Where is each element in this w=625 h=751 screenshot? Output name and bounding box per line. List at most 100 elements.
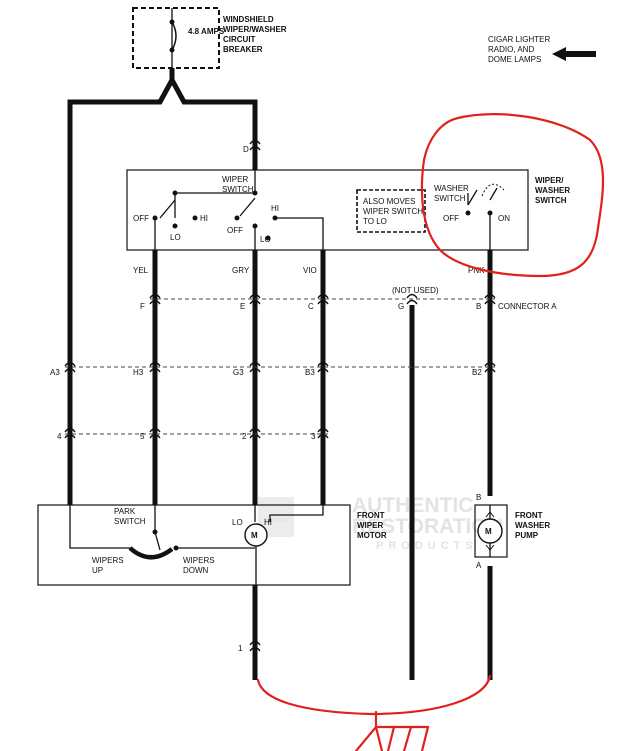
breaker-element <box>171 21 177 51</box>
pin-4-label: 4 <box>57 432 62 441</box>
switch-housing <box>126 169 529 251</box>
mark-1 <box>249 640 261 652</box>
breaker-title-1: WINDSHIELD <box>223 15 274 24</box>
mark-h3 <box>149 361 161 373</box>
pin-a3-label: A3 <box>50 368 60 377</box>
mid-switch-hi-wire <box>275 217 324 250</box>
pin-g3-label: G3 <box>233 368 244 377</box>
left-lo-label: LO <box>170 233 181 242</box>
feed-note-1: CIGAR LIGHTER <box>488 35 550 44</box>
breaker-title-3: CIRCUIT <box>223 35 256 44</box>
breaker-title-4: BREAKER <box>223 45 263 54</box>
breaker-title-2: WIPER/WASHER <box>223 25 287 34</box>
circuit-breaker: 4.8 AMPS WINDSHIELD WIPER/WASHER CIRCUIT… <box>132 7 287 69</box>
pump-b-label: B <box>476 493 481 502</box>
washer-switch-blade <box>467 189 478 206</box>
park-switch-label-2: SWITCH <box>114 517 146 526</box>
mark-d <box>249 139 261 151</box>
pin-g-label: G <box>398 302 404 311</box>
mark-c <box>317 293 329 305</box>
switch-title-2: WASHER <box>535 186 570 195</box>
wiper-motor: FRONT WIPER MOTOR PARK SWITCH WIPERS UP … <box>37 504 387 586</box>
mid-switch-lo-node <box>265 235 271 241</box>
pin-f-label: F <box>140 302 145 311</box>
wire-color-labels: YEL GRY VIO PNK <box>133 266 485 275</box>
feed-note-3: DOME LAMPS <box>488 55 541 64</box>
washer-switch-off-contact <box>465 210 471 216</box>
motor-wire-a3 <box>69 505 132 549</box>
washer-pump: B M A FRONT WASHER PUMP <box>474 493 550 570</box>
pump-arrow-icons <box>485 511 495 551</box>
feed-note-2: RADIO, AND <box>488 45 534 54</box>
mark-e <box>249 293 261 305</box>
motor-hi-lead <box>269 505 324 522</box>
motor-housing <box>37 504 351 586</box>
wire-color-gry: GRY <box>232 266 250 275</box>
left-off-label: OFF <box>133 214 149 223</box>
watermark-line2: RESTORATION <box>352 515 503 538</box>
pin-5-label: 5 <box>140 432 145 441</box>
mark-g <box>406 293 418 305</box>
left-switch-blade <box>159 199 176 219</box>
wipers-down-label-1: WIPERS <box>183 556 215 565</box>
wire-breaker-to-switch <box>169 78 258 170</box>
pin-e-label: E <box>240 302 245 311</box>
washer-on-label: ON <box>498 214 510 223</box>
ground-symbol-ticks <box>386 725 430 751</box>
connector-dash-lines <box>65 298 495 435</box>
breaker-rating: 4.8 AMPS <box>188 27 225 36</box>
washer-pump-icon <box>477 518 503 544</box>
switch-title-1: WIPER/ <box>535 176 564 185</box>
connector-a-label: CONNECTOR A <box>498 302 557 311</box>
watermark-line3: PRODUCTS <box>376 540 478 552</box>
pin-3-label: 3 <box>311 432 316 441</box>
washer-wiper-arm-icon <box>489 187 498 201</box>
pin-b2-label: B2 <box>472 368 482 377</box>
park-switch-label-1: PARK <box>114 507 136 516</box>
motor-symbol: M <box>251 531 258 540</box>
feed-note: CIGAR LIGHTER RADIO, AND DOME LAMPS <box>488 35 596 64</box>
park-switch-blade <box>154 531 161 551</box>
mark-a3 <box>64 361 76 373</box>
wiper-switch-label-2: SWITCH <box>222 185 254 194</box>
mark-b2 <box>484 361 496 373</box>
mid-hi-label: HI <box>271 204 279 213</box>
wire-color-yel: YEL <box>133 266 149 275</box>
wire-color-pnk: PNK <box>468 266 485 275</box>
mid-switch-node <box>252 190 258 196</box>
pin-h3-label: H3 <box>133 368 144 377</box>
ground-jumper-curve <box>256 674 492 716</box>
left-hi-label: HI <box>200 214 208 223</box>
connector-labels: (NOT USED) F E C G B CONNECTOR A A3 H3 G… <box>50 286 557 653</box>
connector-marks <box>64 139 496 652</box>
mark-4 <box>64 427 76 439</box>
mark-g3 <box>249 361 261 373</box>
pin-1-label: 1 <box>238 644 243 653</box>
left-switch-hi-contact <box>192 215 198 221</box>
pump-title-1: FRONT <box>515 511 543 520</box>
wipers-up-label-1: WIPERS <box>92 556 124 565</box>
red-annotations <box>256 113 605 751</box>
mid-lo-label: LO <box>260 235 271 244</box>
left-switch-lo-contact <box>172 223 178 229</box>
pump-a-label: A <box>476 561 482 570</box>
breaker-dashed-box <box>132 7 220 69</box>
wiper-switch-label-1: WIPER <box>222 175 248 184</box>
mark-b <box>484 293 496 305</box>
mid-off-label: OFF <box>227 226 243 235</box>
motor-title-2: WIPER <box>357 521 383 530</box>
feed-arrow-icon <box>552 47 596 61</box>
terminal-d-label: D <box>243 145 249 154</box>
mid-switch-off-contact <box>234 215 240 221</box>
pump-title-2: WASHER <box>515 521 550 530</box>
pump-symbol: M <box>485 527 492 536</box>
note-line-2: WIPER SWITCH <box>363 207 423 216</box>
wipers-down-label-2: DOWN <box>183 566 209 575</box>
wipers-up-label-2: UP <box>92 566 103 575</box>
watermark: mopar AUTHENTIC RESTORATION PRODUCTS <box>258 494 503 552</box>
breaker-contact-bottom <box>169 47 175 53</box>
mark-3 <box>317 427 329 439</box>
motor-title-3: MOTOR <box>357 531 387 540</box>
